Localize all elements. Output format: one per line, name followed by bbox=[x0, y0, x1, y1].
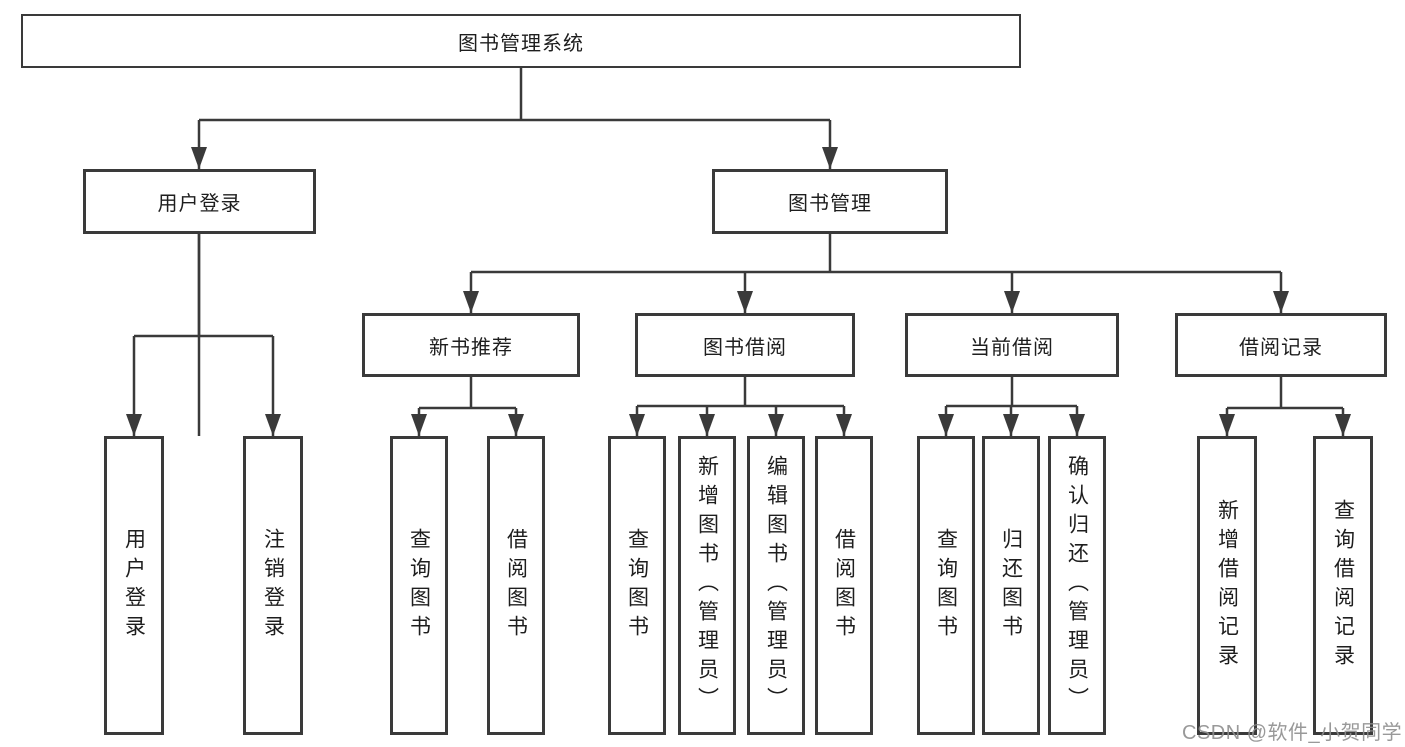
leaf-record-query-record-label: 查询借阅记录 bbox=[1331, 498, 1355, 673]
leaf-record-query-record: 查询借阅记录 bbox=[1313, 436, 1373, 735]
leaf-logout-label: 注销登录 bbox=[261, 527, 285, 644]
leaf-user-login-label: 用户登录 bbox=[122, 527, 146, 644]
leaf-record-add-record: 新增借阅记录 bbox=[1197, 436, 1257, 735]
node-root: 图书管理系统 bbox=[21, 14, 1021, 68]
connector-stems bbox=[132, 68, 1345, 436]
leaf-current-query-books-label: 查询图书 bbox=[934, 527, 958, 644]
node-user-login-label: 用户登录 bbox=[157, 193, 242, 215]
leaf-borrow-query-books-label: 查询图书 bbox=[625, 527, 649, 644]
csdn-watermark: CSDN @软件_小贺同学 bbox=[1182, 722, 1403, 744]
leaf-current-confirm-return-admin: 确认归还（管理员） bbox=[1048, 436, 1106, 735]
node-book-borrowing-label: 图书借阅 bbox=[703, 336, 787, 359]
node-new-book-recommendation-label: 新书推荐 bbox=[429, 336, 513, 359]
leaf-newrec-borrow-books-label: 借阅图书 bbox=[504, 527, 528, 644]
node-root-label: 图书管理系统 bbox=[458, 32, 584, 55]
leaf-borrow-edit-books-admin: 编辑图书（管理员） bbox=[747, 436, 805, 735]
leaf-current-confirm-return-admin-label: 确认归还（管理员） bbox=[1065, 455, 1089, 716]
node-user-login: 用户登录 bbox=[83, 169, 316, 234]
node-new-book-recommendation: 新书推荐 bbox=[362, 313, 580, 377]
leaf-current-return-books-label: 归还图书 bbox=[999, 527, 1023, 644]
leaf-newrec-query-books: 查询图书 bbox=[390, 436, 448, 735]
leaf-current-query-books: 查询图书 bbox=[917, 436, 975, 735]
leaf-borrow-borrow-books: 借阅图书 bbox=[815, 436, 873, 735]
leaf-newrec-borrow-books: 借阅图书 bbox=[487, 436, 545, 735]
node-book-borrowing: 图书借阅 bbox=[635, 313, 855, 377]
leaf-borrow-add-books-admin: 新增图书（管理员） bbox=[678, 436, 736, 735]
leaf-record-add-record-label: 新增借阅记录 bbox=[1215, 498, 1239, 673]
leaf-borrow-query-books: 查询图书 bbox=[608, 436, 666, 735]
node-book-management: 图书管理 bbox=[712, 169, 948, 234]
leaf-borrow-edit-books-admin-label: 编辑图书（管理员） bbox=[764, 455, 788, 716]
arrowheads bbox=[126, 147, 1351, 436]
node-book-management-label: 图书管理 bbox=[788, 193, 872, 215]
leaf-user-login: 用户登录 bbox=[104, 436, 164, 735]
leaf-borrow-add-books-admin-label: 新增图书（管理员） bbox=[695, 455, 719, 716]
node-borrowing-records: 借阅记录 bbox=[1175, 313, 1387, 377]
leaf-logout: 注销登录 bbox=[243, 436, 303, 735]
leaf-newrec-query-books-label: 查询图书 bbox=[407, 527, 431, 644]
node-current-borrowing-label: 当前借阅 bbox=[970, 336, 1054, 359]
node-current-borrowing: 当前借阅 bbox=[905, 313, 1119, 377]
leaf-borrow-borrow-books-label: 借阅图书 bbox=[832, 527, 856, 644]
leaf-current-return-books: 归还图书 bbox=[982, 436, 1040, 735]
node-borrowing-records-label: 借阅记录 bbox=[1239, 336, 1323, 359]
